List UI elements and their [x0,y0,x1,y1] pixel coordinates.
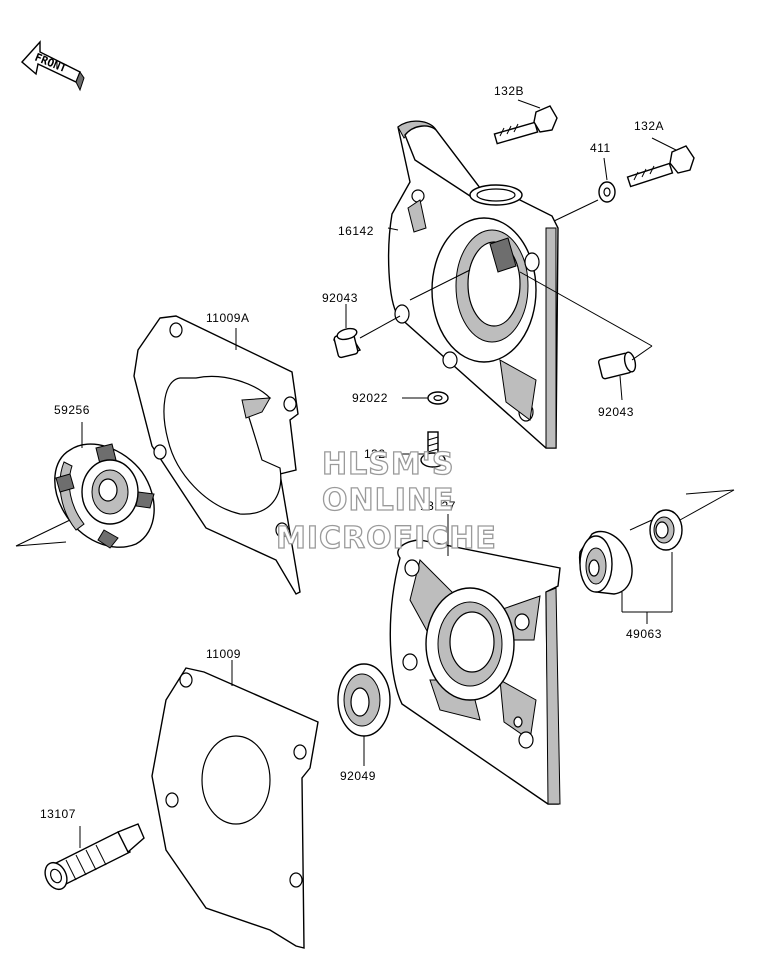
label-132: 132 [364,447,386,461]
dowel-pin-92043-right [519,271,653,401]
label-132a: 132A [634,119,664,133]
front-arrow-icon: FRONT [20,40,85,92]
front-arrow-label: FRONT [33,51,69,76]
label-13227: 13227 [420,499,456,513]
watermark-line-1: HLSM'S [322,447,454,482]
pump-cover-16142 [387,120,559,449]
label-13107: 13107 [40,807,76,821]
label-92022: 92022 [352,391,388,405]
watermark: HLSM'S ONLINE MICROFICHE [275,446,497,556]
watermark-line-3: MICROFICHE [276,521,497,556]
bolt-132a [626,137,695,188]
label-11009: 11009 [206,647,241,661]
impeller-59256 [15,422,155,549]
label-59256: 59256 [54,403,90,417]
label-16142: 16142 [338,224,374,238]
dowel-pin-92043-left [332,269,471,359]
screw-132 [394,431,446,468]
washer-92022 [402,391,449,405]
label-11009a: 11009A [206,311,249,325]
watermark-line-2: ONLINE [322,483,455,518]
label-132b: 132B [494,84,524,98]
pump-body-13227 [389,514,561,805]
oil-seal-92049 [337,663,391,766]
label-92043-left: 92043 [322,291,358,305]
washer-411 [551,157,616,223]
seal-49063 [578,489,735,624]
label-49063: 49063 [626,627,662,641]
gasket-11009 [151,660,319,949]
fitting-13107 [44,823,145,891]
label-92049: 92049 [340,769,376,783]
label-411: 411 [590,141,611,155]
part-labels: 132B 132A 411 16142 11009A 92043 59256 9… [40,84,664,821]
label-92043-right: 92043 [598,405,634,419]
gasket-11009a [133,315,301,595]
bolt-132b [493,99,558,145]
